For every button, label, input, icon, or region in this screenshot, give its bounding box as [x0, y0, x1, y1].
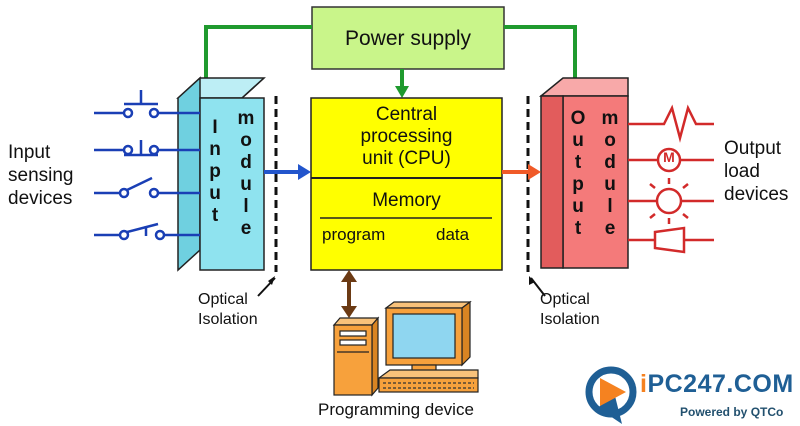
optical-isolation-right-line1: Optical	[540, 291, 590, 308]
optical-pointer-right-head	[529, 276, 535, 285]
optical-isolation-left-line2: Isolation	[198, 311, 258, 328]
motor-icon	[628, 147, 714, 173]
ipc247-logo-text: iPC247.COM	[640, 370, 794, 399]
input-devices-line3: devices	[8, 188, 73, 209]
optical-isolation-right-line2: Isolation	[540, 311, 600, 328]
switch-4-icon	[94, 222, 200, 241]
memory-data-label: data	[436, 225, 470, 244]
output-devices-line1: Output	[724, 138, 782, 159]
cpu-label-line3: unit (CPU)	[362, 148, 451, 169]
input-module-word-input: I n p u t	[209, 117, 221, 226]
computer-monitor-icon	[384, 300, 472, 372]
logo-tagline: Powered by QTCo	[680, 405, 784, 419]
optical-isolation-left-line1: Optical	[198, 291, 248, 308]
power-wires	[204, 25, 577, 88]
cpu-box	[310, 97, 503, 271]
heater-icon	[628, 104, 714, 143]
switch-2-icon	[94, 140, 200, 157]
logo-main: PC247.COM	[647, 370, 794, 398]
input-module-block	[176, 76, 266, 272]
input-devices-line2: sensing	[8, 165, 74, 186]
logo-prefix: i	[640, 370, 648, 398]
input-to-cpu-arrowhead	[298, 164, 311, 180]
programming-device-label: Programming device	[318, 400, 474, 419]
memory-label: Memory	[372, 190, 441, 211]
output-devices	[628, 104, 714, 254]
power-supply-box	[311, 6, 505, 70]
memory-program-label: program	[322, 225, 386, 244]
power-arrowhead-center	[395, 86, 409, 98]
optical-pointer-left-head	[268, 276, 275, 285]
cpu-programming-arrowhead-up	[341, 270, 357, 282]
switch-3-icon	[94, 176, 200, 199]
switch-1-icon	[94, 90, 200, 119]
output-module-word-module: m o d u l e	[601, 108, 619, 239]
output-devices-line2: load	[724, 161, 760, 182]
cpu-label-line2: processing	[360, 126, 453, 147]
lamp-icon	[628, 178, 714, 224]
output-module-word-output: O u t p u t	[570, 108, 586, 239]
motor-symbol: M	[663, 149, 675, 165]
computer-tower-icon	[332, 316, 380, 397]
input-devices-line1: Input	[8, 142, 51, 163]
power-supply-label: Power supply	[344, 27, 472, 50]
horn-icon	[628, 226, 714, 254]
ipc247-logo-mark	[585, 366, 637, 424]
output-devices-line3: devices	[724, 184, 789, 205]
cpu-to-output-arrowhead	[528, 164, 541, 180]
input-switches	[94, 90, 200, 241]
output-module-block	[538, 77, 629, 269]
cpu-label-line1: Central	[375, 104, 438, 125]
cpu-programming-arrowhead-down	[341, 306, 357, 318]
keyboard-icon	[377, 369, 479, 393]
input-module-word-module: m o d u l e	[237, 108, 255, 239]
